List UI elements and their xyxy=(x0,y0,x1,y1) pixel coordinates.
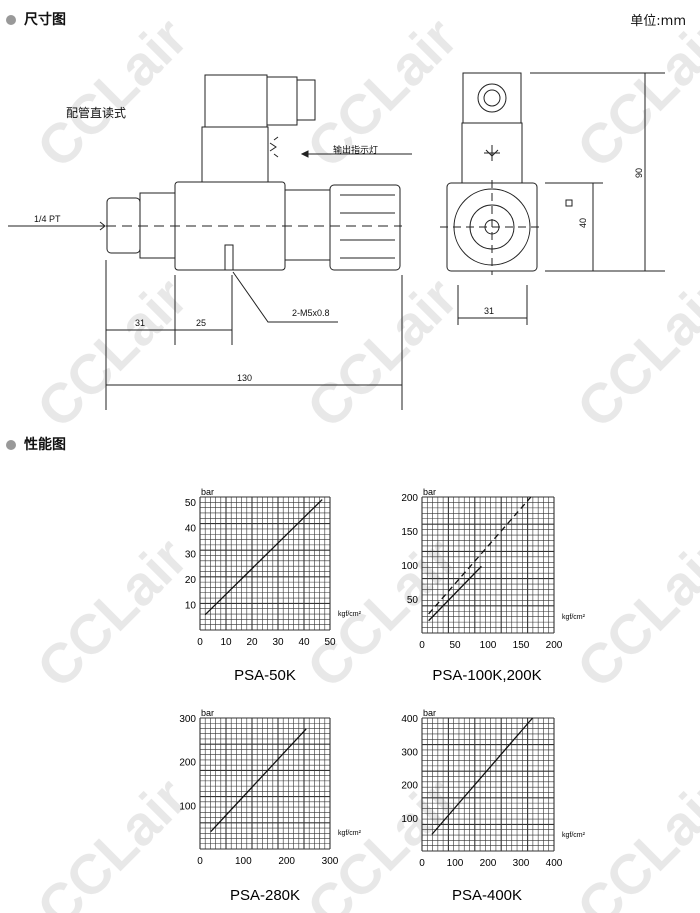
x-tick-label: 300 xyxy=(513,858,530,869)
y-tick-label: 20 xyxy=(185,575,197,586)
y-tick-label: 50 xyxy=(185,498,197,509)
x-tick-label: 50 xyxy=(324,637,336,648)
x-tick-label: 200 xyxy=(278,856,295,867)
side-view xyxy=(440,72,573,275)
unit-label: 单位:mm xyxy=(630,14,686,29)
chart-title: PSA-50K xyxy=(234,667,296,684)
series-line-solid xyxy=(428,565,482,622)
y-axis-label: bar xyxy=(201,708,214,718)
x-tick-label: 200 xyxy=(480,858,497,869)
y-axis-label: bar xyxy=(423,708,436,718)
x-axis-label: kgf/cm² xyxy=(338,830,362,837)
y-tick-label: 10 xyxy=(185,600,197,611)
x-axis-label: kgf/cm² xyxy=(562,832,586,839)
y-axis-label: bar xyxy=(201,487,214,497)
chart-title: PSA-400K xyxy=(452,887,522,904)
dim-25: 25 xyxy=(196,318,207,328)
y-tick-label: 100 xyxy=(179,801,196,812)
x-tick-label: 100 xyxy=(235,856,252,867)
chart-title: PSA-100K,200K xyxy=(432,667,541,684)
dimensions-section-title: 尺寸图 xyxy=(6,9,66,29)
series-line-solid xyxy=(210,728,307,832)
dim-31-side: 31 xyxy=(484,306,495,316)
y-tick-label: 40 xyxy=(185,524,197,535)
x-tick-label: 0 xyxy=(419,640,425,651)
y-tick-label: 150 xyxy=(401,527,418,538)
bullet-icon xyxy=(6,15,16,25)
port-label: 1/4 PT xyxy=(34,214,61,224)
indicator-label: 输出指示灯 xyxy=(333,146,379,156)
front-view xyxy=(106,74,402,271)
x-axis-label: kgf/cm² xyxy=(562,614,586,621)
x-tick-label: 200 xyxy=(546,640,563,651)
y-tick-label: 30 xyxy=(185,549,197,560)
performance-section-title: 性能图 xyxy=(6,434,66,454)
x-tick-label: 50 xyxy=(449,640,461,651)
series-line-dashed xyxy=(428,496,532,615)
dimension-drawing xyxy=(8,72,665,410)
y-tick-label: 50 xyxy=(407,595,419,606)
chart-title: PSA-280K xyxy=(230,887,300,904)
dim-31: 31 xyxy=(135,318,146,328)
section-title-text: 尺寸图 xyxy=(24,12,66,28)
series-line-solid xyxy=(431,717,534,835)
series-line-solid xyxy=(204,499,323,616)
x-tick-label: 0 xyxy=(197,637,203,648)
y-axis-label: bar xyxy=(423,487,436,497)
x-tick-label: 100 xyxy=(447,858,464,869)
y-tick-label: 100 xyxy=(401,561,418,572)
y-tick-label: 200 xyxy=(179,758,196,769)
x-tick-label: 20 xyxy=(246,637,258,648)
x-axis-label: kgf/cm² xyxy=(338,611,362,618)
x-tick-label: 10 xyxy=(220,637,232,648)
section-title-text: 性能图 xyxy=(24,437,66,453)
x-tick-label: 40 xyxy=(298,637,310,648)
x-tick-label: 150 xyxy=(513,640,530,651)
dim-130: 130 xyxy=(237,373,253,383)
x-tick-label: 0 xyxy=(419,858,425,869)
y-tick-label: 200 xyxy=(401,781,418,792)
y-tick-label: 300 xyxy=(179,714,196,725)
y-tick-label: 200 xyxy=(401,493,418,504)
x-tick-label: 30 xyxy=(272,637,284,648)
bullet-icon xyxy=(6,440,16,450)
x-tick-label: 300 xyxy=(322,856,339,867)
y-tick-label: 400 xyxy=(401,714,418,725)
x-tick-label: 400 xyxy=(546,858,563,869)
y-tick-label: 300 xyxy=(401,747,418,758)
screw-label: 2-M5x0.8 xyxy=(292,308,330,318)
piping-type-label: 配管直读式 xyxy=(66,106,127,120)
x-tick-label: 100 xyxy=(480,640,497,651)
x-tick-label: 0 xyxy=(197,856,203,867)
y-tick-label: 100 xyxy=(401,814,418,825)
